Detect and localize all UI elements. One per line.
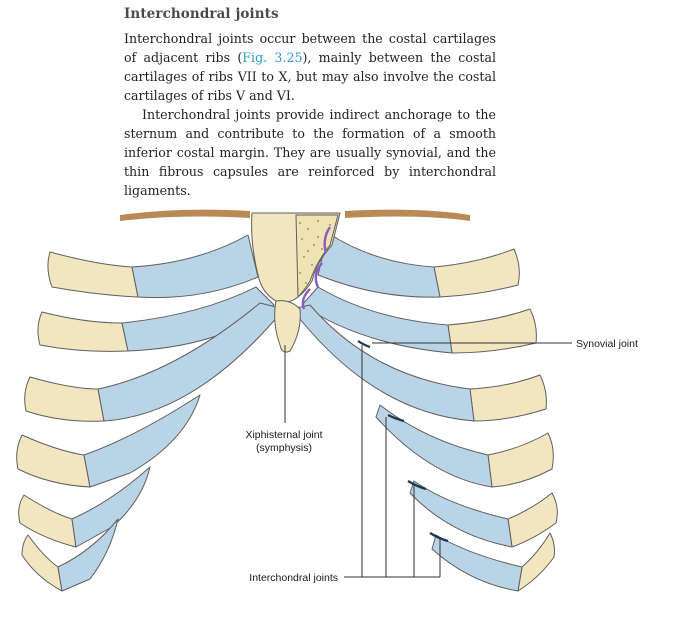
- right-costal-cartilage-9: [409, 480, 513, 548]
- upper-rib-left: [120, 209, 250, 221]
- interchondral-joint-mark-3: [407, 480, 427, 491]
- interchondral-joints-figure: Synovial joint Xiphisternal joint (symph…: [0, 205, 674, 612]
- figure-reference-link[interactable]: Fig. 3.25: [242, 50, 303, 65]
- synovial-joint-label: Synovial joint: [576, 338, 638, 350]
- section-text: Interchondral joints Interchondral joint…: [124, 6, 496, 200]
- right-costal-cartilage-8: [375, 404, 493, 488]
- right-costal-cartilage-7: [291, 304, 475, 422]
- paragraph-1-start: Interchondral joints occur between the c…: [124, 31, 496, 65]
- sternocostal-capsule-1: [323, 226, 332, 254]
- sternocostal-capsule-3: [301, 288, 311, 310]
- left-rib-8-bone: [16, 434, 91, 488]
- sternocostal-capsule-2: [314, 262, 323, 288]
- left-rib-6-bone: [37, 311, 129, 352]
- paragraph-2: Interchondral joints provide indirect an…: [124, 107, 496, 198]
- right-costal-cartilage-6: [301, 286, 453, 354]
- left-costal-cartilage-10: [57, 518, 119, 592]
- left-rib-9-bone: [18, 494, 77, 548]
- right-rib-6-bone: [447, 308, 537, 354]
- xiphisternal-joint-label: Xiphisternal joint: [245, 429, 322, 441]
- left-costal-cartilage-6: [121, 286, 275, 352]
- upper-rib-right: [345, 209, 470, 221]
- section-heading: Interchondral joints: [124, 6, 279, 22]
- right-rib-7-bone: [469, 374, 547, 422]
- interchondral-joints-label: Interchondral joints: [249, 572, 338, 584]
- left-rib-7-bone: [24, 376, 105, 422]
- right-rib-9-bone: [507, 492, 558, 548]
- sternum-texture: [297, 220, 331, 290]
- right-costal-cartilage-5: [317, 232, 441, 298]
- paragraph-1-end: ), mainly between the costal cartilages …: [124, 50, 497, 103]
- xiphoid-process: [274, 300, 301, 353]
- paragraph-1: Interchondral joints occur between the c…: [124, 29, 496, 105]
- left-rib-10-bone: [21, 534, 63, 592]
- rib-cage-illustration: Synovial joint Xiphisternal joint (symph…: [16, 209, 638, 592]
- left-costal-cartilage-9: [71, 466, 151, 548]
- right-rib-10-bone: [517, 532, 555, 592]
- interchondral-joint-mark-1: [357, 340, 371, 349]
- left-rib-5-bone: [47, 251, 139, 298]
- symphysis-label: (symphysis): [256, 442, 312, 454]
- right-rib-8-bone: [487, 432, 554, 488]
- left-costal-cartilage-8: [83, 394, 201, 488]
- sternum-cut-surface: [295, 214, 339, 298]
- left-costal-cartilage-5: [131, 234, 259, 299]
- right-rib-5-bone: [433, 248, 520, 298]
- interchondral-joint-mark-2: [387, 414, 405, 423]
- right-costal-cartilage-10: [431, 534, 523, 592]
